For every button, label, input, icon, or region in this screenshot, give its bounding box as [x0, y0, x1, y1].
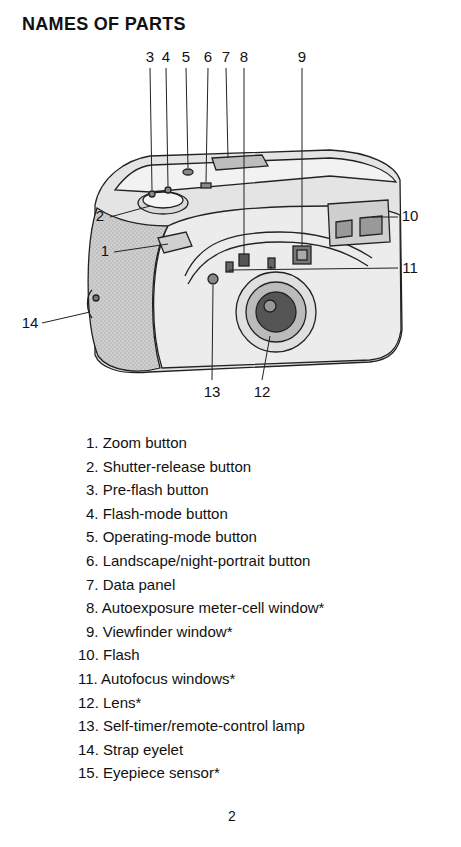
callout-number: 13	[204, 383, 221, 401]
part-name: 8. Autoexposure meter-cell window*	[86, 599, 324, 617]
callout-number: 7	[222, 48, 230, 66]
part-name: 14. Strap eyelet	[78, 741, 183, 759]
part-name: 2. Shutter-release button	[86, 458, 251, 476]
part-name: 10. Flash	[78, 646, 140, 664]
callout-number: 9	[298, 48, 306, 66]
callout-number: 12	[254, 383, 271, 401]
part-name: 15. Eyepiece sensor*	[78, 764, 220, 782]
callout-number: 5	[182, 48, 190, 66]
part-name: 3. Pre-flash button	[86, 481, 209, 499]
page-title: NAMES OF PARTS	[22, 14, 186, 36]
callout-number: 11	[402, 259, 418, 277]
part-name: 5. Operating-mode button	[86, 528, 257, 546]
callout-number: 4	[162, 48, 170, 66]
page-number: 2	[228, 808, 236, 825]
part-name: 11. Autofocus windows*	[78, 670, 235, 688]
part-name: 4. Flash-mode button	[86, 505, 228, 523]
part-name: 6. Landscape/night-portrait button	[86, 552, 310, 570]
callout-number: 6	[204, 48, 212, 66]
part-name: 1. Zoom button	[86, 434, 187, 452]
callout-number: 3	[146, 48, 154, 66]
callout-number: 14	[22, 314, 39, 332]
part-name: 9. Viewfinder window*	[86, 623, 232, 641]
callout-number: 10	[402, 207, 419, 225]
callout-number: 1	[101, 242, 109, 260]
part-name: 7. Data panel	[86, 576, 175, 594]
callout-number: 8	[240, 48, 248, 66]
callout-number: 2	[96, 207, 104, 225]
part-name: 12. Lens*	[78, 694, 141, 712]
part-name: 13. Self-timer/remote-control lamp	[78, 717, 305, 735]
